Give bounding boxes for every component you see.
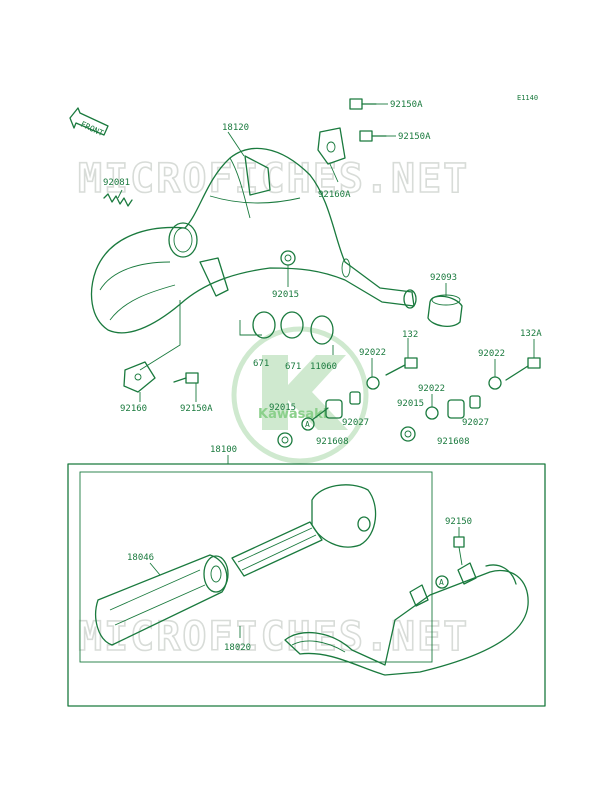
watermark-top: MICROFICHES.NET [78,156,469,202]
callout-92081: 92081 [103,178,130,188]
callout-18120: 18120 [222,123,249,133]
callout-671-2: 671 [285,362,301,372]
callout-92027-right: 92027 [462,418,489,428]
callout-92150a-1: 92150A [390,100,423,110]
silencer-assembly-box [67,463,546,707]
callout-92093: 92093 [430,273,457,283]
callout-92022-right: 92022 [478,349,505,359]
expansion-chamber [90,147,417,334]
callout-92150a-2: 92150A [398,132,431,142]
oring-11060 [310,315,334,345]
nut-92015-mid [277,432,293,448]
callout-132a: 132A [520,329,542,339]
callout-18100: 18100 [210,445,237,455]
nut-92015-top [280,250,296,266]
bolt-92150 [453,536,465,566]
packing-18046 [95,554,229,646]
spring-92081 [103,193,133,207]
callout-132: 132 [402,330,418,340]
diagram-code: E1140 [517,94,538,102]
perforated-core [231,484,377,577]
callout-92150a-3: 92150A [180,404,213,414]
ref-mark-a-1: A [301,417,315,431]
callout-92015-mid: 92015 [269,403,296,413]
stud-92160b-mid [311,399,343,421]
stud-92160b-right [447,399,465,419]
bolt-132 [385,357,418,376]
washer-92022-mid2 [425,406,439,420]
svg-text:A: A [439,578,444,587]
callout-92015-right: 92015 [397,399,424,409]
callout-92150: 92150 [445,517,472,527]
washer-92022-mid [366,376,380,390]
callout-92022-mid: 92022 [359,348,386,358]
bracket-92160a [317,127,346,165]
svg-text:A: A [305,420,310,429]
oring-671-2 [280,311,304,339]
bracket-92160 [123,361,156,393]
callout-92015-top: 92015 [272,290,299,300]
nut-92015-right [400,426,416,442]
oring-671-1 [252,311,276,339]
callout-921608-mid: 921608 [316,437,349,447]
silencer-body [284,562,529,676]
callout-18046: 18046 [127,553,154,563]
collar-92027-mid [349,391,361,405]
front-arrow-icon: FRONT [69,107,109,138]
callout-921608-right: 921608 [437,437,470,447]
watermark-bottom: MICROFICHES.NET [78,614,469,660]
washer-92022-right [488,376,502,390]
callout-671-1: 671 [253,359,269,369]
bolt-92150a-top-1 [349,98,377,110]
collar-92027-right [469,395,481,409]
bolt-92150a-lower [173,372,199,384]
callout-92022-mid2: 92022 [418,384,445,394]
callout-92027-mid: 92027 [342,418,369,428]
callout-11060: 11060 [310,362,337,372]
bolt-92150a-top-2 [359,130,387,142]
callout-18020: 18020 [224,643,251,653]
ref-mark-a-2: A [435,575,449,589]
leader-lines [117,103,535,638]
callout-92160: 92160 [120,404,147,414]
grommet-92093 [427,294,463,328]
bolt-132a [505,357,541,381]
silencer-inner-box [79,471,433,663]
callout-92160a: 92160A [318,190,351,200]
